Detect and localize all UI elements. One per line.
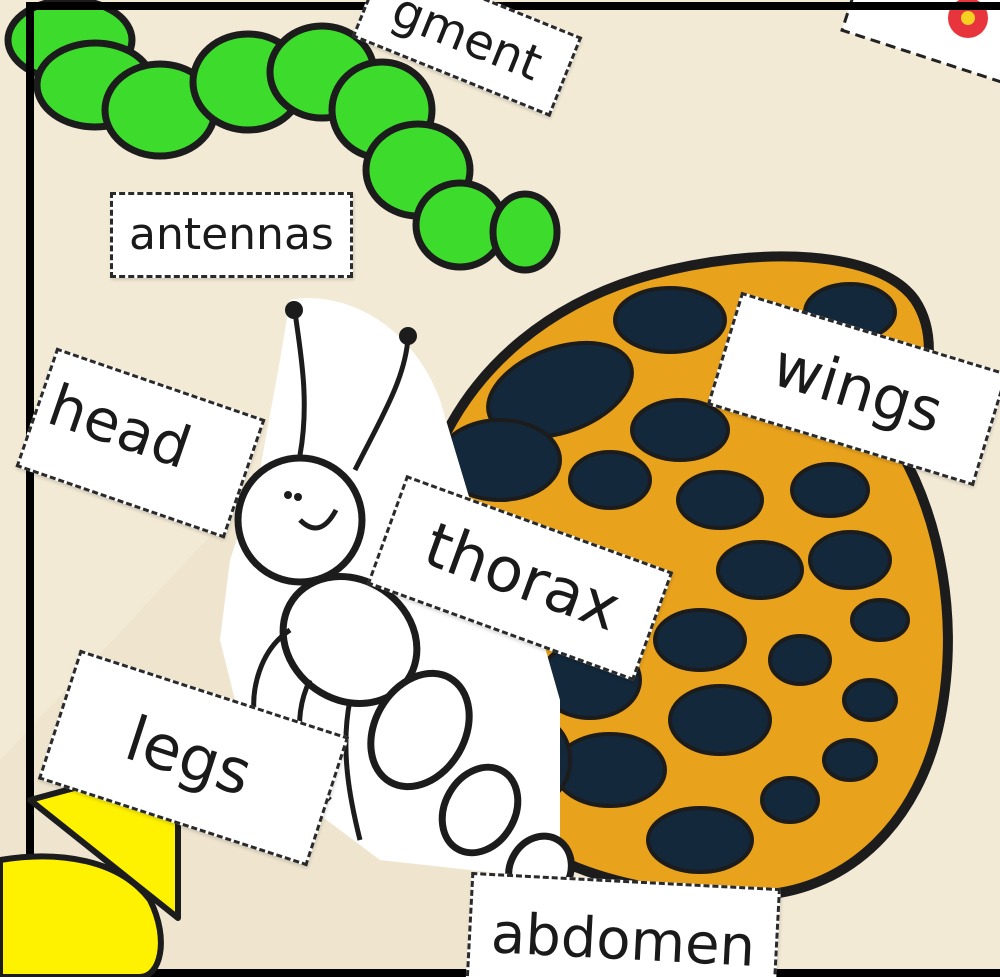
antenna-tip-right [399,327,417,345]
antenna-tip-left [285,301,303,319]
label-abdomen: abdomen [465,872,781,977]
label-antennas: antennas [110,192,353,278]
butterfly-head [238,458,362,582]
